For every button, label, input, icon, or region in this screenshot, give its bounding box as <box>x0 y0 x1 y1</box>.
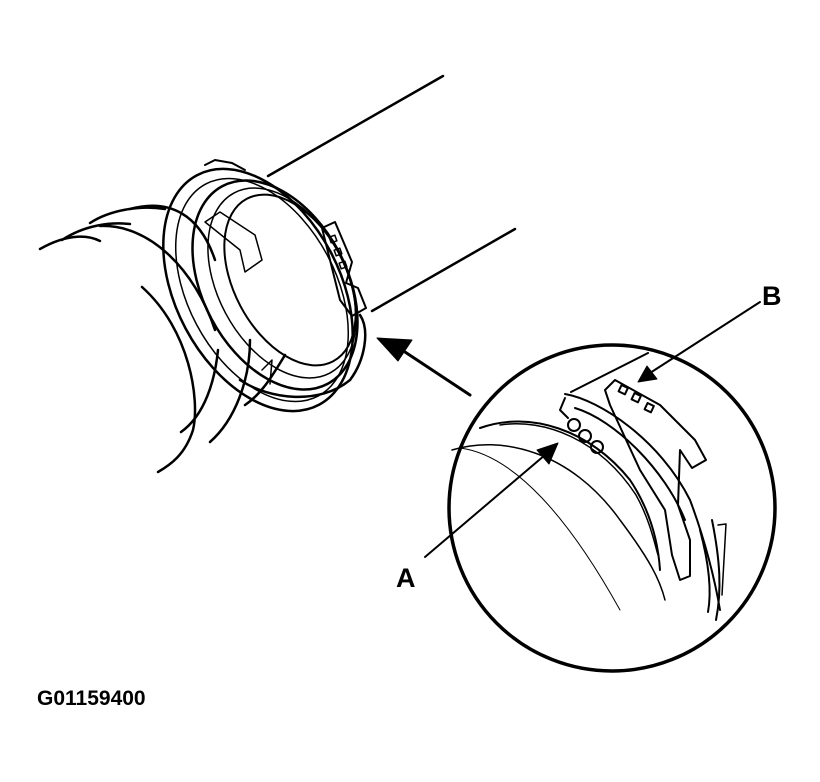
detail-view <box>447 343 777 673</box>
detail-pointer-arrow <box>376 337 472 397</box>
figure-code: G01159400 <box>37 687 146 710</box>
shaft <box>266 74 517 313</box>
callout-leader-b <box>637 301 761 383</box>
callout-leader-a <box>424 442 559 558</box>
clamp-main-view <box>162 159 367 413</box>
boot-pleats <box>38 204 287 474</box>
callout-label-a: A <box>396 563 416 593</box>
callout-label-b: B <box>762 281 782 311</box>
